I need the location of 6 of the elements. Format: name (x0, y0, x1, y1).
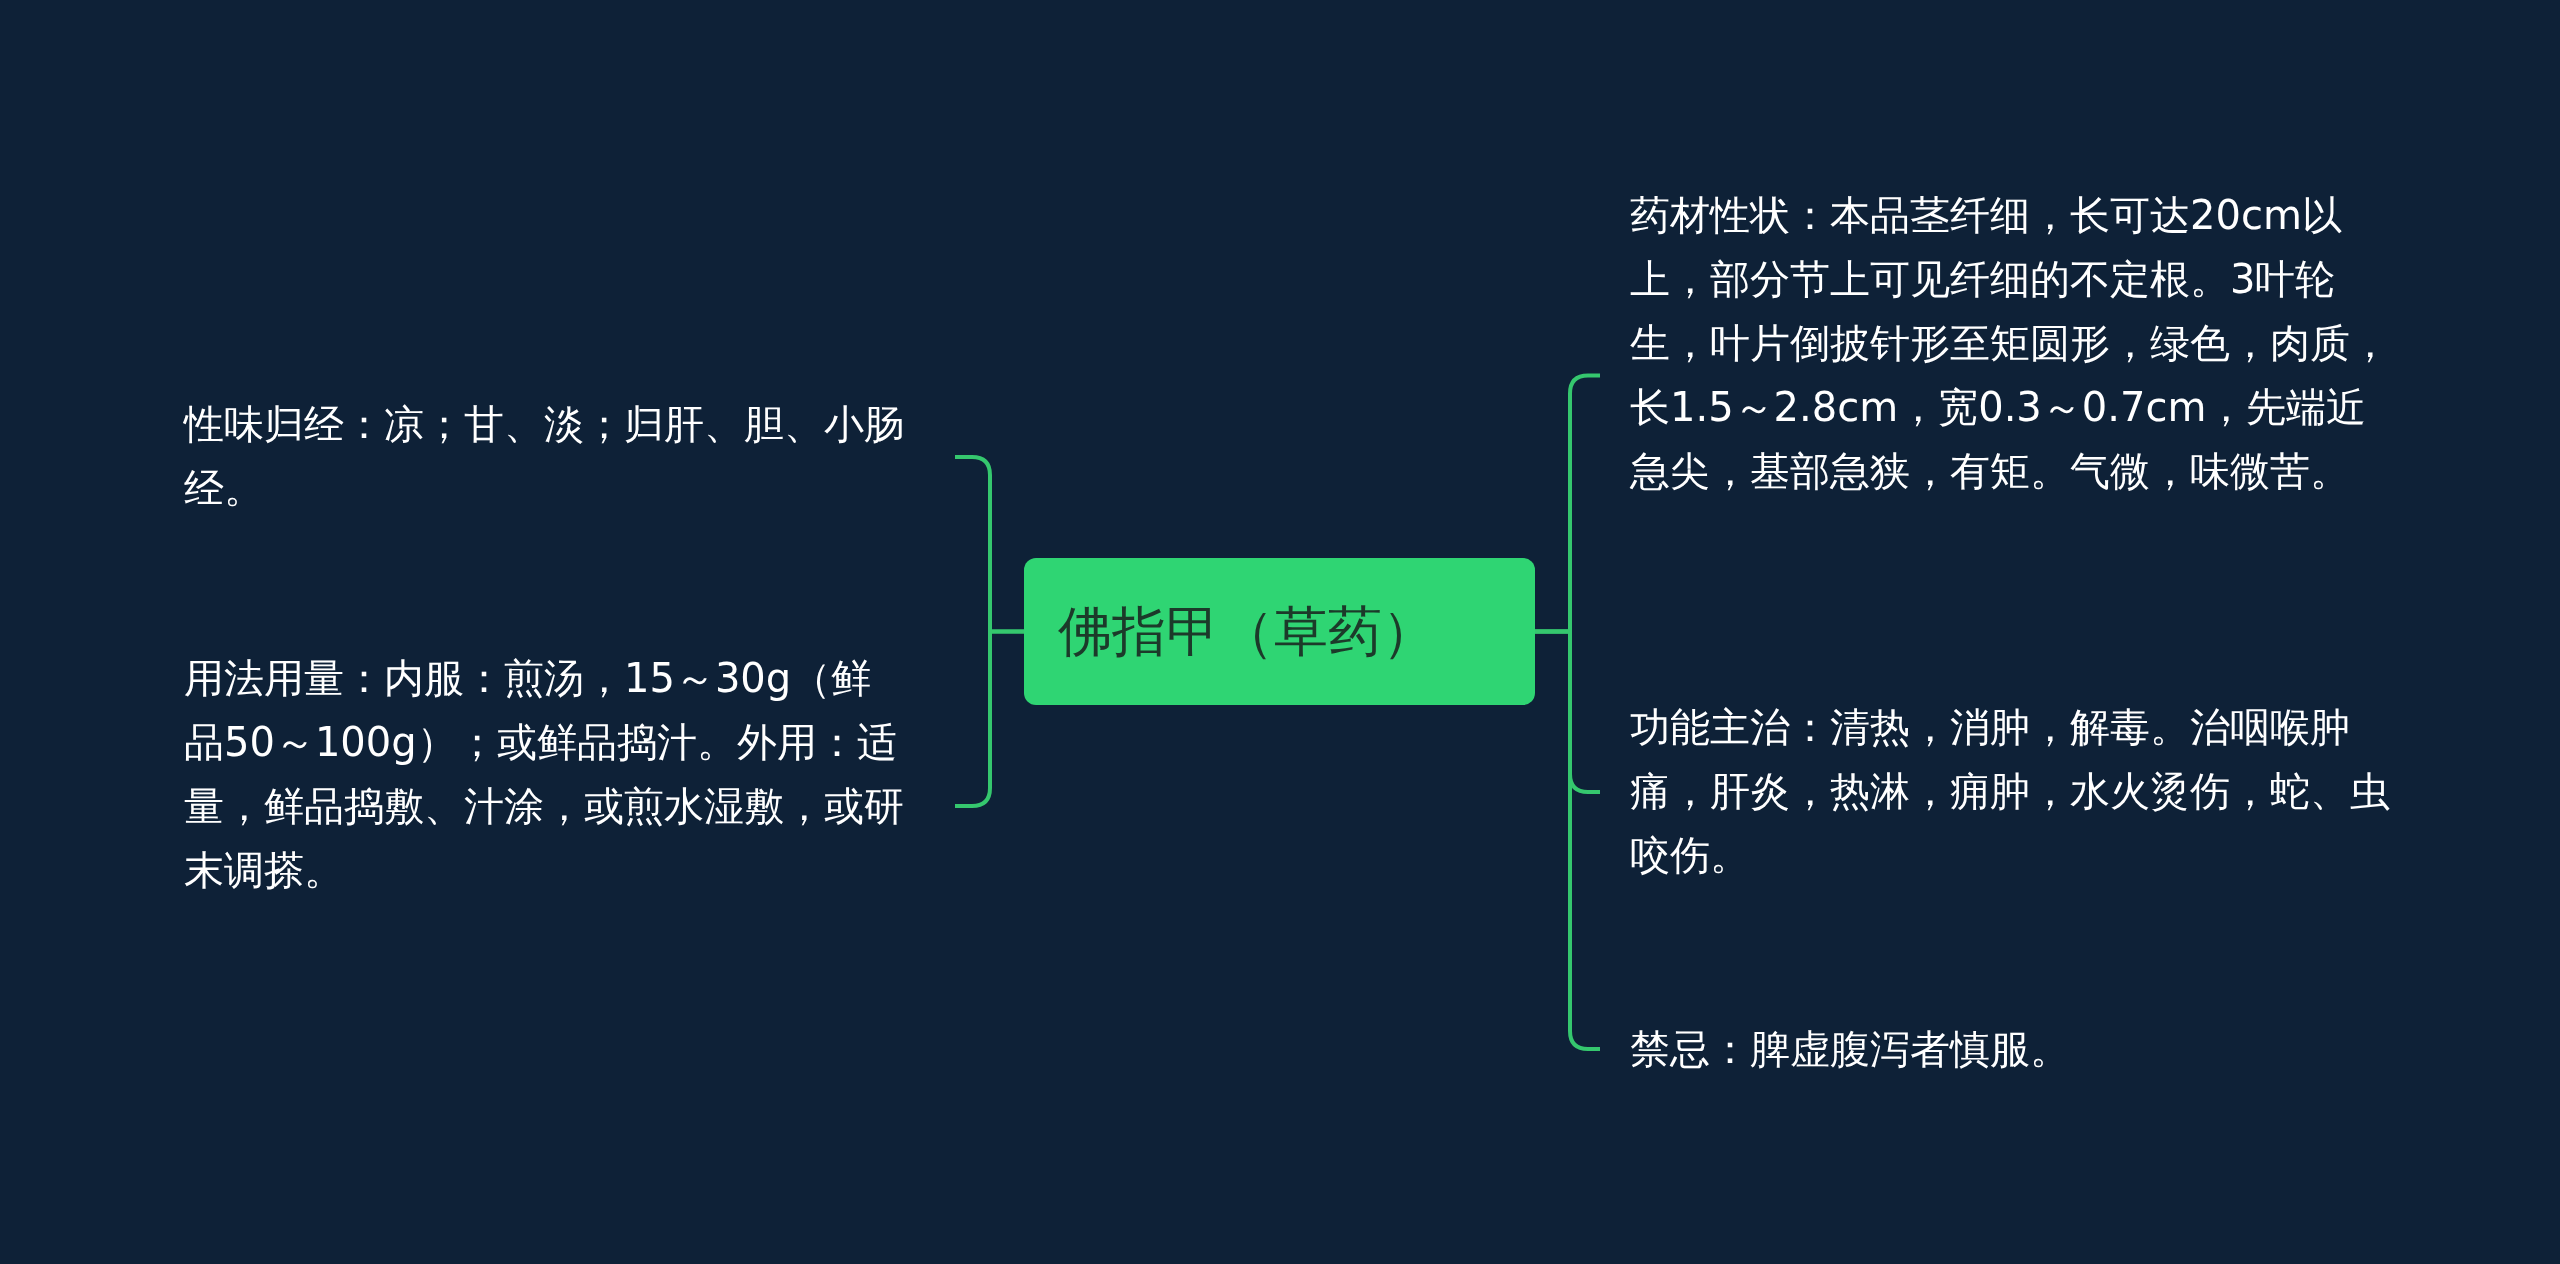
topic-text: 功能主治：清热，消肿，解毒。治咽喉肿痛，肝炎，热淋，痈肿，水火烫伤，蛇、虫咬伤。 (1600, 695, 2400, 889)
topic-text: 禁忌：脾虚腹泻者慎服。 (1600, 1017, 2400, 1081)
topic-text: 药材性状：本品茎纤细，长可达20cm以上，部分节上可见纤细的不定根。3叶轮生，叶片倒披针形至矩圆形，绿色，肉质，长1.5～2.8cm，宽0.3～0.7cm，先端近急尖，基部急狭，有矩。气微，味微苦。 (1600, 183, 2400, 568)
topic-text: 用法用量：内服：煎汤，15～30g（鲜品50～100g）；或鲜品捣汁。外用：适量，鲜品捣敷、汁涂，或煎水湿敷，或研末调搽。 (184, 646, 955, 966)
topic-text: 性味归经：凉；甘、淡；归肝、胆、小肠经。 (184, 392, 955, 522)
central-topic-box: 佛指甲（草药） (1024, 558, 1535, 705)
